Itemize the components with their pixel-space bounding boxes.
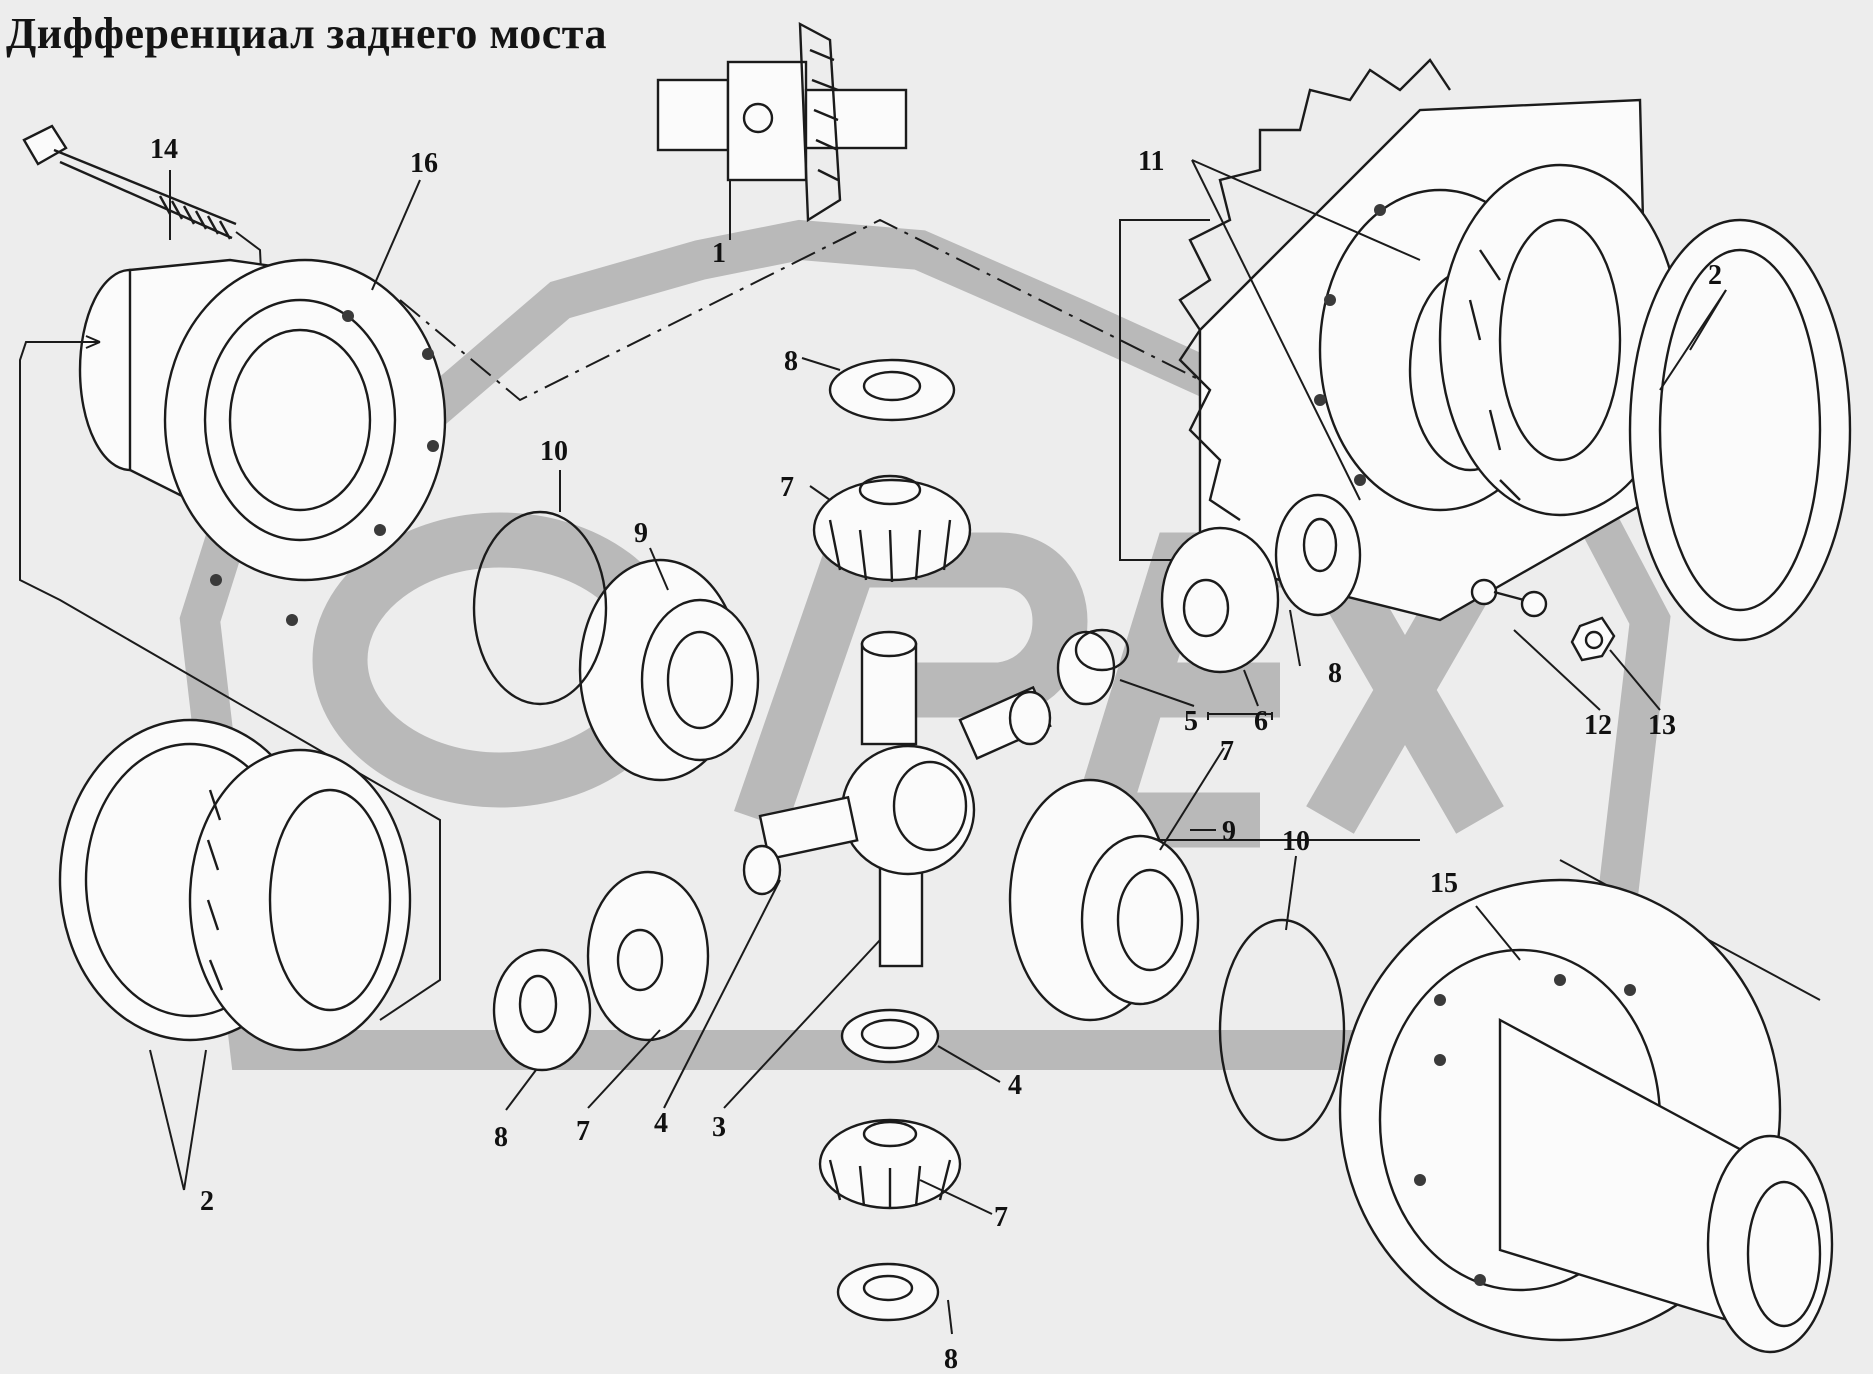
thrust-washer-part-8-top: [828, 358, 956, 422]
thrust-washer-part-8-left: [492, 948, 592, 1072]
pinion-gear-part-7-bottom: [818, 1118, 962, 1210]
callout-7-left: 7: [576, 1116, 590, 1147]
side-gear-part-9-left: [578, 558, 760, 782]
pinion-gear-part-7-top: [812, 474, 972, 583]
callout-7-top: 7: [780, 472, 794, 503]
callout-15: 15: [1430, 868, 1458, 899]
side-gear-part-9-right: [1008, 778, 1200, 1022]
callout-9-right: 9: [1222, 816, 1236, 847]
thrust-washer-part-8-bottom: [836, 1262, 940, 1322]
callout-11: 11: [1138, 146, 1164, 177]
callout-7-bottom: 7: [994, 1202, 1008, 1233]
callout-8-left: 8: [494, 1122, 508, 1153]
callout-8-right: 8: [1328, 658, 1342, 689]
callout-3: 3: [712, 1112, 726, 1143]
callout-10-left: 10: [540, 436, 568, 467]
callout-12: 12: [1584, 710, 1612, 741]
spider-cross-part-3: [742, 630, 1052, 968]
thrust-washer-part-8-right: [1274, 493, 1362, 617]
diagram-title: Дифференциал заднего моста: [6, 9, 607, 58]
callout-8-bottom: 8: [944, 1344, 958, 1374]
differential-assembly-part-1: [656, 21, 908, 223]
callout-8-top: 8: [784, 346, 798, 377]
bearing-part-2-upper: [1438, 163, 1852, 642]
bearing-part-2-lower: [58, 718, 412, 1052]
callout-5: 5: [1184, 706, 1198, 737]
bushing-part-5: [1056, 628, 1130, 706]
pinion-gear-part-7-left: [586, 870, 710, 1042]
callout-6: 6: [1254, 706, 1268, 737]
callout-9-left: 9: [634, 518, 648, 549]
callout-16: 16: [410, 148, 438, 179]
retaining-ring-part-10-left: [472, 510, 608, 706]
case-half-part-16: [19, 258, 447, 1021]
washer-part-4: [840, 1008, 940, 1064]
callout-4-left: 4: [654, 1108, 668, 1139]
callout-10-right: 10: [1282, 826, 1310, 857]
callout-labels: 1 2 2 3 4 4 5 6 7 7 7 7 8 8 8 8 9 9 10 1…: [150, 134, 1722, 1374]
leader-lines: [149, 159, 1727, 1335]
callout-1: 1: [712, 238, 726, 269]
retaining-ring-part-10-right: [1218, 918, 1346, 1142]
callout-7-mid: 7: [1220, 736, 1234, 767]
callout-4-right: 4: [1008, 1070, 1022, 1101]
callout-13: 13: [1648, 710, 1676, 741]
nut-part-13: [1570, 616, 1616, 662]
lock-plate-part-12: [1470, 578, 1548, 618]
callout-14: 14: [150, 134, 178, 165]
pinion-gear-part-6: [1160, 526, 1280, 674]
callout-2-lower: 2: [200, 1186, 214, 1217]
callout-2-upper: 2: [1708, 260, 1722, 291]
case-half-part-15: [1338, 878, 1834, 1354]
